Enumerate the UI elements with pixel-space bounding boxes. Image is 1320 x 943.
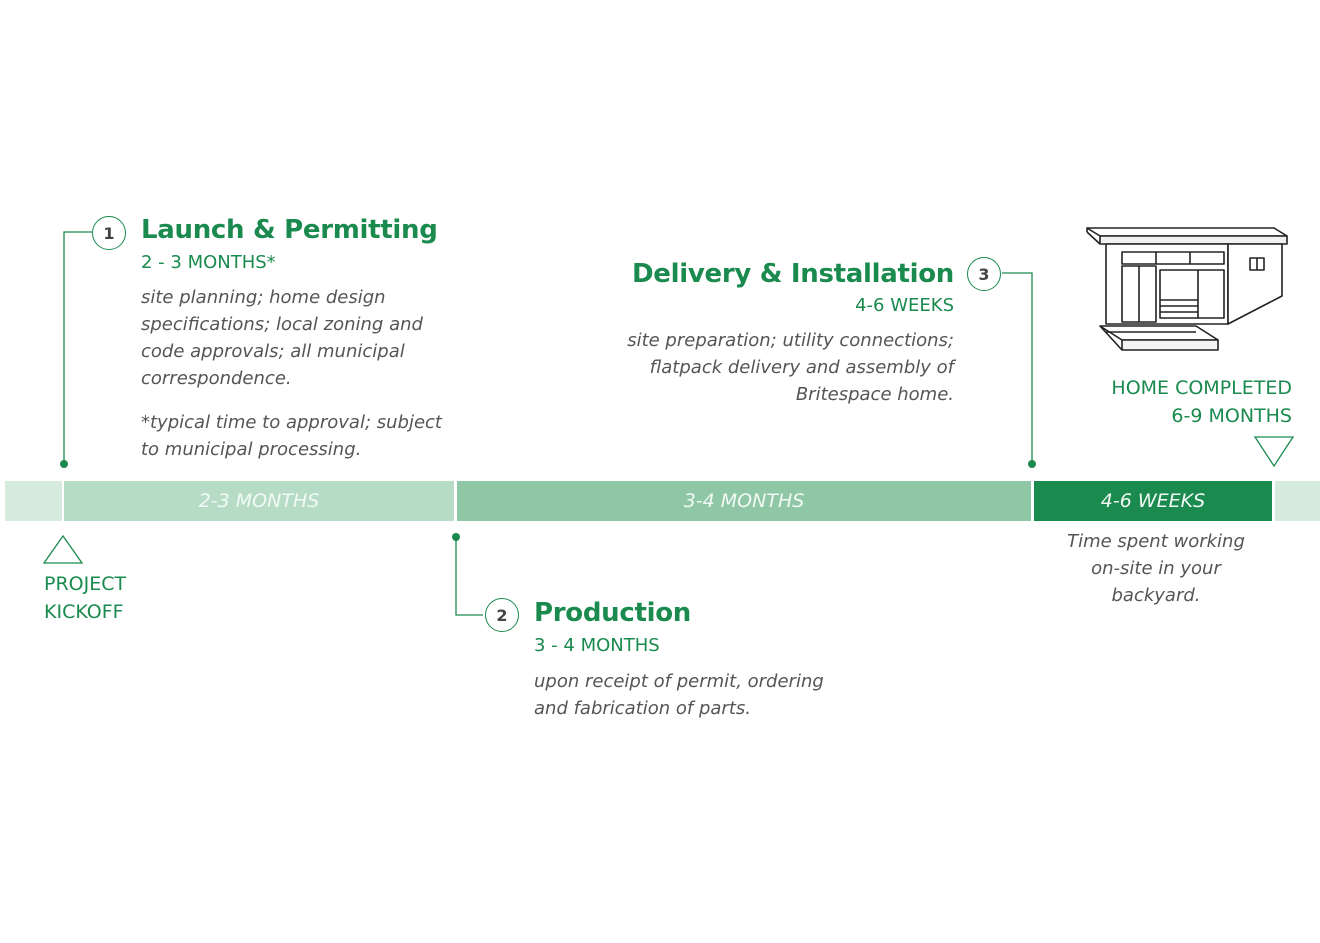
stage1-number-badge: 1 (92, 216, 126, 250)
stage2-number-badge: 2 (485, 598, 519, 632)
timeline-segment-1: 2-3 MONTHS (64, 481, 454, 521)
stage2-dot (452, 533, 460, 541)
stage1-duration: 2 - 3 MONTHS* (141, 252, 276, 273)
timeline-edge-left (5, 481, 62, 521)
timeline-segment-3: 4-6 WEEKS (1034, 481, 1272, 521)
stage1-title: Launch & Permitting (141, 215, 438, 245)
timeline-segment-2: 3-4 MONTHS (457, 481, 1031, 521)
stage2-duration: 3 - 4 MONTHS (534, 635, 660, 656)
stage1-connector (63, 231, 92, 464)
stage1-dot (60, 460, 68, 468)
completed-milestone-label: HOME COMPLETED 6-9 MONTHS (1111, 377, 1292, 427)
stage2-connector (455, 537, 483, 616)
stage3-number-badge: 3 (967, 257, 1001, 291)
stage1-note: *typical time to approval; subject to mu… (141, 412, 442, 460)
stage1-description: site planning; home design specification… (141, 287, 423, 389)
stage2-title: Production (534, 598, 691, 628)
house-icon (1086, 227, 1288, 351)
kickoff-milestone-label: PROJECT KICKOFF (44, 573, 127, 623)
completed-triangle-icon (1253, 436, 1295, 468)
stage3-title: Delivery & Installation (632, 259, 954, 289)
kickoff-triangle-icon (42, 534, 84, 564)
stage3-description: site preparation; utility connections; f… (627, 330, 954, 405)
stage2-description: upon receipt of permit, ordering and fab… (534, 671, 824, 719)
onsite-note: Time spent working on-site in your backy… (1067, 531, 1245, 606)
stage3-connector (1002, 272, 1033, 464)
timeline-edge-right (1275, 481, 1320, 521)
stage3-duration: 4-6 WEEKS (855, 295, 954, 316)
stage3-dot (1028, 460, 1036, 468)
